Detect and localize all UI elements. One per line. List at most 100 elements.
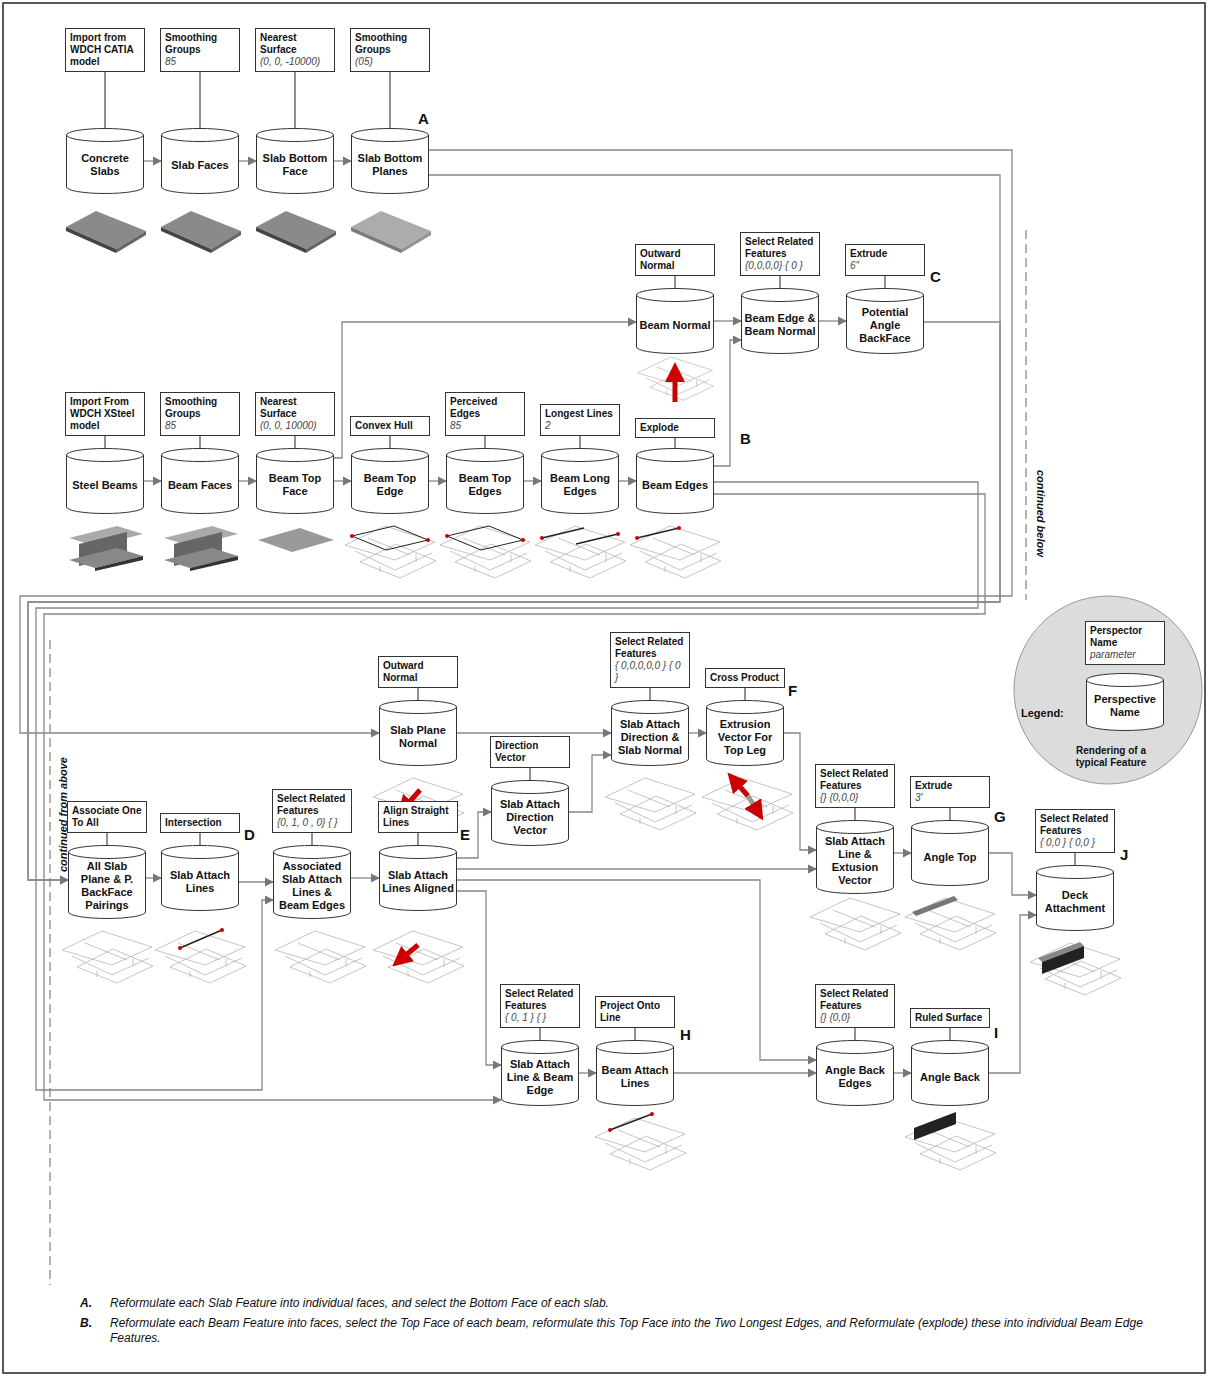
parameter-link [104,436,105,448]
parameter-link [104,72,105,128]
perspective-name: Slab Attach Line & Beam Edge [504,1058,576,1097]
perspector-name: Outward Normal [383,660,453,684]
perspective-name: Beam Top Edge [354,472,426,498]
parameter-link [674,276,675,288]
parameter-link [294,436,295,448]
flow-arrow [457,732,611,733]
perspective-name: Slab Bottom Planes [354,152,426,178]
perspector-name: Extrude [850,248,920,260]
perspector-box: Import from WDCH CATIA model [65,28,145,72]
flow-arrow [819,320,846,321]
perspector-box: Convex Hull [350,416,430,436]
flow-arrow [457,868,816,869]
perspector-name: Longest Lines [545,408,615,420]
perspective-name: Steel Beams [69,479,141,492]
perspector-parameter: (0, 0, 10000) [260,420,330,432]
perspector-box: Nearest Surface(0, 0, -10000) [255,28,335,72]
perspector-box: Smoothing Groups85 [160,28,240,72]
callout-letter: C [930,268,941,285]
legend-note: Rendering of a typical Feature [1063,745,1159,769]
perspector-box: Perspector Nameparameter [1085,621,1165,665]
parameter-link [106,833,107,845]
flow-arrow [989,853,1036,895]
perspector-box: Select Related Features{} {0,0} [815,984,895,1028]
parameter-link [539,1028,540,1040]
callout-letter: J [1120,846,1128,863]
perspective-cylinder: Angle Top [911,820,989,886]
callout-letter: I [994,1024,998,1041]
perspector-parameter: (05) [355,56,425,68]
perspective-cylinder: Beam Edges [636,448,714,514]
parameter-link [744,688,745,700]
parameter-link [949,1028,950,1040]
flow-arrow [989,915,1036,1073]
perspective-name: Slab Attach Direction Vector [494,798,566,837]
parameter-link [417,688,418,700]
perspective-cylinder: Extrusion Vector For Top Leg [706,700,784,766]
flow-arrow [144,160,161,161]
perspective-cylinder: Deck Attachment [1036,865,1114,931]
perspector-box: Intersection [160,813,240,833]
perspector-name: Select Related Features [820,988,890,1012]
perspector-parameter: { 0, 1 } { } [505,1012,575,1024]
perspective-name: Slab Faces [164,159,236,172]
parameter-link [949,808,950,820]
callout-letter: D [244,826,255,843]
flow-arrow [28,322,1000,880]
flow-arrow [784,733,816,850]
perspector-name: Nearest Surface [260,32,330,56]
note-key: A. [80,1296,92,1311]
perspective-cylinder: Concrete Slabs [66,128,144,194]
callout-letter: G [994,808,1006,825]
perspector-box: Smoothing Groups85 [160,392,240,436]
perspective-name: Angle Back [914,1071,986,1084]
perspector-name: Select Related Features [745,236,815,260]
perspector-parameter: parameter [1090,649,1160,661]
flow-arrow [674,1072,816,1073]
perspector-box: Align Straight Lines [378,801,458,833]
flow-arrow [457,891,501,1065]
flow-arrow [689,732,706,733]
perspective-cylinder: Beam Top Edge [351,448,429,514]
perspector-box: Import From WDCH XSteel model [65,392,145,436]
continuation-note: continued from above [56,757,70,872]
perspector-box: Select Related Features{0,0,0,0} { 0 } [740,232,820,276]
flow-arrow [28,175,1000,880]
perspector-box: Direction Vector [490,736,570,768]
perspective-name: Potential Angle BackFace [849,306,921,345]
parameter-link [389,72,390,128]
perspective-cylinder: Beam Top Edges [446,448,524,514]
parameter-link [484,436,485,448]
perspective-name: Associated Slab Attach Lines & Beam Edge… [276,860,348,912]
perspector-box: Longest Lines2 [540,404,620,436]
perspector-box: Extrude6" [845,244,925,276]
flow-arrow [569,755,611,812]
perspective-name: Concrete Slabs [69,152,141,178]
perspective-cylinder: Beam Faces [161,448,239,514]
perspective-cylinder: Beam Top Face [256,448,334,514]
note-text: Reformulate each Slab Feature into indiv… [110,1296,1170,1311]
perspector-box: Explode [635,418,715,438]
flow-arrow [579,1072,596,1073]
perspector-box: Extrude3' [910,776,990,808]
flow-arrow [457,880,816,1060]
perspector-name: Select Related Features [1040,813,1110,837]
note-key: B. [80,1316,92,1331]
perspective-name: Beam Edge & Beam Normal [744,312,816,338]
perspective-name: Extrusion Vector For Top Leg [709,718,781,757]
perspective-name: Angle Back Edges [819,1064,891,1090]
perspective-cylinder: Slab Bottom Face [256,128,334,194]
perspector-name: Perspector Name [1090,625,1160,649]
perspector-parameter: 85 [165,56,235,68]
perspector-box: Select Related Features{0, 1, 0 , 0} { } [272,789,352,833]
callout-letter: A [418,110,429,127]
parameter-link [674,438,675,448]
perspector-name: Project Onto Line [600,1000,670,1024]
perspective-cylinder: Slab Attach Direction & Slab Normal [611,700,689,766]
perspective-cylinder: Slab Faces [161,128,239,194]
perspector-parameter: {0, 1, 0 , 0} { } [277,817,347,829]
perspector-name: Cross Product [710,672,780,684]
perspective-cylinder: All Slab Plane & P. BackFace Pairings [68,845,146,919]
perspector-name: Select Related Features [820,768,890,792]
perspective-name: Beam Attach Lines [599,1064,671,1090]
